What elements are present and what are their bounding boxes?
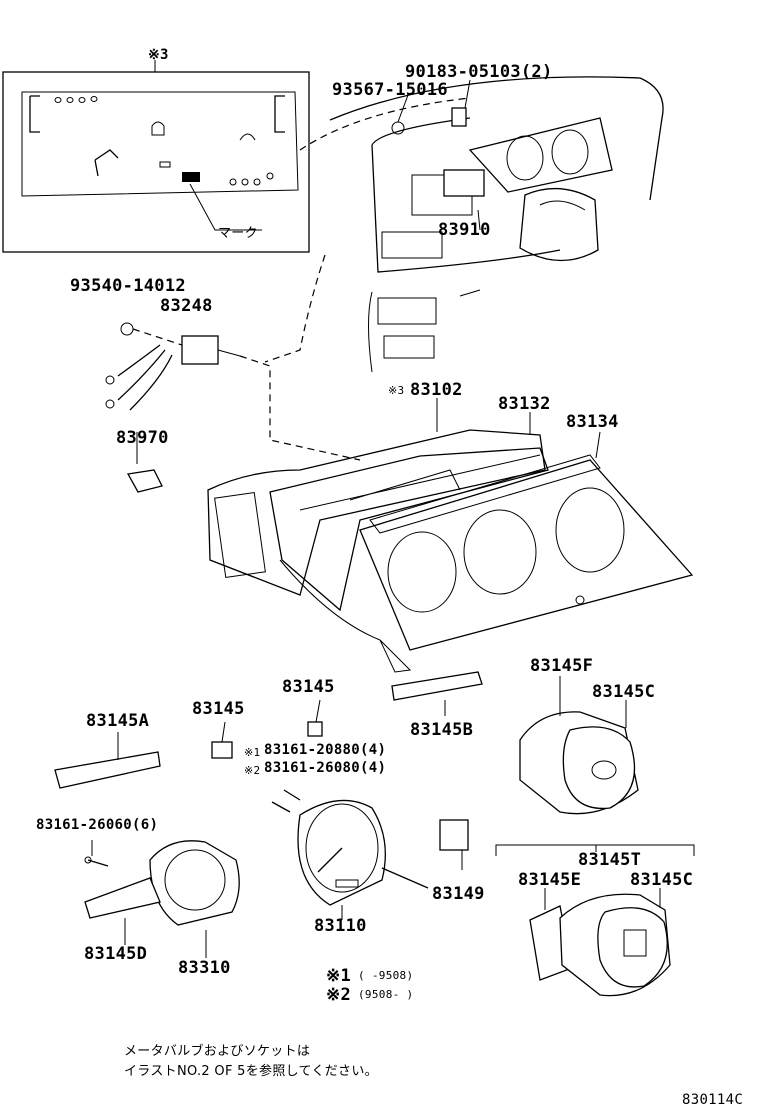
part-label-83145A[interactable]: 83145A: [86, 711, 150, 731]
part-83145A: [54, 732, 161, 789]
part-label-83145-lower[interactable]: 83145: [192, 699, 245, 719]
part-83145E-C: [529, 888, 671, 997]
part-83145F-C: [519, 676, 639, 815]
part-label-83102-ref: ※3: [388, 384, 405, 397]
part-label-83161a-ref: ※1: [244, 746, 261, 759]
footnote-2-range: (9508- ): [358, 988, 414, 1001]
part-label-93567[interactable]: 93567-15016: [332, 80, 448, 100]
part-label-83149[interactable]: 83149: [432, 884, 485, 904]
mark-label: マーク: [218, 226, 258, 241]
part-83110: [271, 789, 429, 920]
part-label-83102[interactable]: 83102: [410, 380, 463, 400]
note-line-2: イラストNO.2 OF 5を参照してください。: [124, 1064, 378, 1079]
part-label-83145-upper[interactable]: 83145: [282, 677, 335, 697]
footnote-2-mark: ※2: [326, 985, 352, 1005]
part-83145B: [391, 671, 483, 716]
note-line-1: メータバルブおよびソケットは: [124, 1044, 311, 1059]
part-label-83145T[interactable]: 83145T: [578, 850, 642, 870]
part-label-83132[interactable]: 83132: [498, 394, 551, 414]
screw-83161: [84, 840, 109, 867]
part-83145-b: [211, 741, 233, 759]
bracket-83145T: [495, 844, 695, 856]
part-83145-a: [307, 721, 323, 737]
figure-code: 830114C: [682, 1092, 744, 1108]
dashboard-outline: [264, 76, 664, 373]
part-label-93540[interactable]: 93540-14012: [70, 276, 186, 296]
part-label-83145D[interactable]: 83145D: [84, 944, 148, 964]
leader-lines: [136, 79, 601, 464]
part-label-83910[interactable]: 83910: [438, 220, 491, 240]
part-83310: [84, 840, 240, 958]
part-label-83248[interactable]: 83248: [160, 296, 213, 316]
part-label-83161b-ref: ※2: [244, 764, 261, 777]
part-label-83145B[interactable]: 83145B: [410, 720, 474, 740]
mark-indicator: [182, 172, 200, 182]
harness-83248: [105, 322, 361, 461]
inset-ref-mark: ※3: [148, 47, 169, 63]
part-label-83145C-2[interactable]: 83145C: [630, 870, 694, 890]
part-label-83145E[interactable]: 83145E: [518, 870, 582, 890]
part-label-83161-26060[interactable]: 83161-26060(6): [36, 817, 159, 833]
part-label-83134[interactable]: 83134: [566, 412, 619, 432]
footnote-1-range: ( -9508): [358, 969, 414, 982]
cluster-housing: [207, 429, 694, 673]
part-label-83310[interactable]: 83310: [178, 958, 231, 978]
part-83970: [126, 469, 163, 493]
part-label-83161-26080[interactable]: 83161-26080(4): [264, 760, 387, 776]
part-label-83110[interactable]: 83110: [314, 916, 367, 936]
part-83149: [439, 819, 469, 870]
part-label-83145C[interactable]: 83145C: [592, 682, 656, 702]
part-label-83970[interactable]: 83970: [116, 428, 169, 448]
part-label-90183[interactable]: 90183-05103(2): [405, 62, 553, 82]
footnote-1-mark: ※1: [326, 966, 352, 986]
part-label-83161-20880[interactable]: 83161-20880(4): [264, 742, 387, 758]
inset-panel: [2, 60, 310, 253]
part-label-83145F[interactable]: 83145F: [530, 656, 594, 676]
